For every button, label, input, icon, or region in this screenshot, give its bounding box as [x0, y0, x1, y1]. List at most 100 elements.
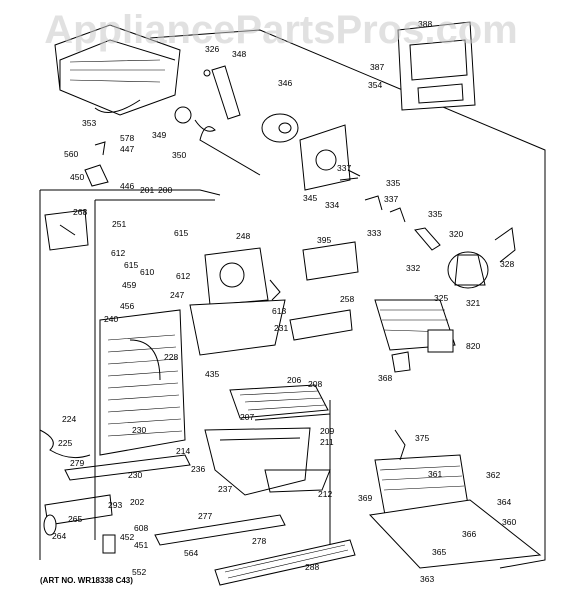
icemaker-part	[374, 299, 456, 373]
part-callout-321: 321	[466, 298, 480, 308]
part-callout-360: 360	[502, 517, 516, 527]
part-callout-333: 333	[367, 228, 381, 238]
part-callout-224: 224	[62, 414, 76, 424]
part-callout-560: 560	[64, 149, 78, 159]
part-callout-265: 265	[68, 514, 82, 524]
part-callout-387: 387	[370, 62, 384, 72]
part-callout-365: 365	[432, 547, 446, 557]
part-callout-326: 326	[205, 44, 219, 54]
part-callout-293: 293	[108, 500, 122, 510]
part-callout-388: 388	[418, 19, 432, 29]
part-callout-615: 615	[124, 260, 138, 270]
part-callout-612: 612	[176, 271, 190, 281]
part-callout-350: 350	[172, 150, 186, 160]
part-callout-552: 552	[132, 567, 146, 577]
art-number-label: (ART NO. WR18338 C43)	[40, 576, 133, 585]
part-callout-225: 225	[58, 438, 72, 448]
part-callout-206: 206	[287, 375, 301, 385]
part-callout-328: 328	[500, 259, 514, 269]
part-callout-334: 334	[325, 200, 339, 210]
part-callout-202: 202	[130, 497, 144, 507]
bottom-rail-part	[44, 454, 356, 586]
part-callout-278: 278	[252, 536, 266, 546]
dispenser-cover-part	[397, 21, 476, 111]
part-callout-248: 248	[236, 231, 250, 241]
part-callout-228: 228	[164, 352, 178, 362]
part-callout-236: 236	[191, 464, 205, 474]
part-callout-288: 288	[305, 562, 319, 572]
part-callout-207: 207	[240, 412, 254, 422]
part-callout-264: 264	[52, 531, 66, 541]
part-callout-450: 450	[70, 172, 84, 182]
part-callout-820: 820	[466, 341, 480, 351]
part-callout-435: 435	[205, 369, 219, 379]
chute-assembly-part	[364, 195, 516, 289]
part-callout-211: 211	[320, 437, 334, 447]
part-callout-608: 608	[134, 523, 148, 533]
part-callout-209: 209	[320, 426, 334, 436]
part-callout-610: 610	[140, 267, 154, 277]
part-callout-258: 258	[340, 294, 354, 304]
bin-part	[204, 427, 331, 496]
part-callout-208: 208	[308, 379, 322, 389]
part-callout-320: 320	[449, 229, 463, 239]
hardware-part	[39, 141, 116, 554]
part-callout-230: 230	[128, 470, 142, 480]
part-callout-366: 366	[462, 529, 476, 539]
part-callout-349: 349	[152, 130, 166, 140]
part-callout-446: 446	[120, 181, 134, 191]
part-callout-237: 237	[218, 484, 232, 494]
part-callout-578: 578	[120, 133, 134, 143]
part-callout-353: 353	[82, 118, 96, 128]
part-callout-337: 337	[337, 163, 351, 173]
part-callout-447: 447	[120, 144, 134, 154]
part-callout-364: 364	[497, 497, 511, 507]
part-callout-613: 613	[272, 306, 286, 316]
part-callout-369: 369	[358, 493, 372, 503]
part-callout-612: 612	[111, 248, 125, 258]
part-callout-362: 362	[486, 470, 500, 480]
part-callout-247: 247	[170, 290, 184, 300]
part-callout-452: 452	[120, 532, 134, 542]
part-callout-200: 200	[158, 185, 172, 195]
part-callout-201: 201	[140, 185, 154, 195]
ice-bucket-part	[54, 24, 181, 116]
motor-plate-part	[299, 124, 361, 191]
part-callout-325: 325	[434, 293, 448, 303]
part-callout-564: 564	[184, 548, 198, 558]
part-callout-335: 335	[386, 178, 400, 188]
part-callout-337: 337	[384, 194, 398, 204]
part-callout-361: 361	[428, 469, 442, 479]
part-callout-354: 354	[368, 80, 382, 90]
part-callout-212: 212	[318, 489, 332, 499]
part-callout-368: 368	[378, 373, 392, 383]
part-callout-277: 277	[198, 511, 212, 521]
part-callout-395: 395	[317, 235, 331, 245]
part-callout-231: 231	[274, 323, 288, 333]
evaporator-part	[99, 309, 186, 456]
auger-motor-part	[174, 65, 299, 176]
part-callout-268: 268	[73, 207, 87, 217]
part-callout-346: 346	[278, 78, 292, 88]
part-callout-348: 348	[232, 49, 246, 59]
fan-shroud-part	[189, 241, 359, 356]
part-callout-451: 451	[134, 540, 148, 550]
shelf-part	[229, 384, 331, 421]
part-callout-375: 375	[415, 433, 429, 443]
part-callout-279: 279	[70, 458, 84, 468]
cabinet-outline	[39, 29, 546, 569]
part-callout-332: 332	[406, 263, 420, 273]
part-callout-363: 363	[420, 574, 434, 584]
part-callout-230: 230	[132, 425, 146, 435]
part-callout-335: 335	[428, 209, 442, 219]
part-callout-459: 459	[122, 280, 136, 290]
part-callout-214: 214	[176, 446, 190, 456]
part-callout-240: 240	[104, 314, 118, 324]
control-box-part	[368, 429, 542, 569]
part-callout-615: 615	[174, 228, 188, 238]
part-callout-456: 456	[120, 301, 134, 311]
part-callout-345: 345	[303, 193, 317, 203]
part-callout-251: 251	[112, 219, 126, 229]
